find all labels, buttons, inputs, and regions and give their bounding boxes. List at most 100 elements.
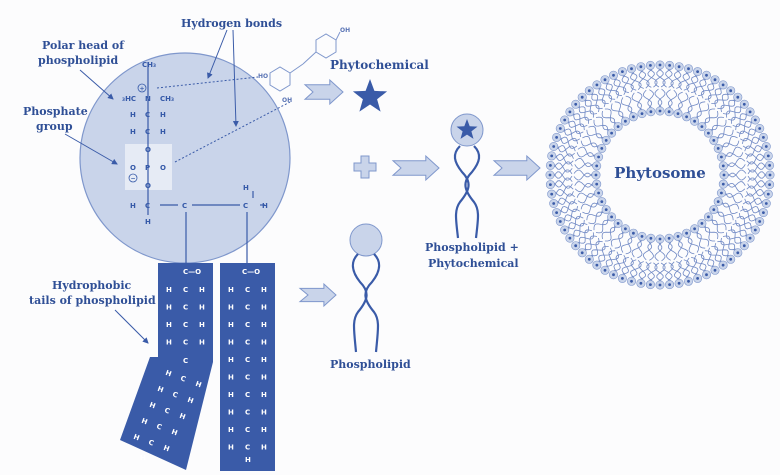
tail-h-left: H [228,304,234,312]
tail-c: C [183,339,188,347]
lipid-tail [614,101,625,118]
lipid-tail [656,68,666,88]
lipid-tail [642,241,653,261]
phytochemical-dot [722,173,726,177]
lipid-tail [625,237,634,255]
lipid-tail [665,69,674,88]
phytochemical-dot [700,222,704,225]
lipid-tail [698,79,706,97]
phytochemical-dot [766,154,770,158]
lipid-tail [584,99,598,115]
lipid-tail [686,74,699,93]
lipid-tail [622,75,630,94]
lipid-tail [630,72,638,91]
phytochemical-dot [610,215,613,219]
phytochemical-dot [621,70,624,73]
phytochemical-dot [712,208,716,212]
phytochemical-dot [639,65,643,69]
tail-h-right: H [261,444,267,452]
tail-h-right: H [162,444,170,454]
o-left: O [130,164,136,172]
c-5: C [243,202,248,210]
o-2: O [145,182,151,190]
phytochemical-dot [742,244,746,248]
lipid-tail [738,213,756,221]
lipid-tail [574,162,593,169]
lipid-tail [747,169,767,179]
phytochemical-dot [753,118,757,122]
h3c-group: ₃HC [122,95,136,103]
lipid-tail [724,193,743,204]
tail-h-right: H [261,426,267,434]
tail-carbonyl: C—O [242,268,260,276]
phytochemical-dot [748,110,752,114]
phytochemical-dot [705,273,708,277]
lipid-tail [686,237,695,255]
lipid-tail [568,219,585,230]
lipid-tail [576,152,595,158]
lipid-tail [573,226,589,237]
tail-h-right: H [261,374,267,382]
tail-c: C [245,339,250,347]
phytochemical-dot [768,183,771,187]
lipid-tail [678,92,689,111]
lipid-tail [557,193,575,205]
oh-top: OH [340,27,350,34]
phytochemical-dot [687,67,690,71]
phytochemical-dot [693,227,696,231]
lipid-tail [572,113,588,128]
lipid-tail [578,232,594,245]
phytochemical-dot [639,281,643,285]
tail-c: C [183,357,188,365]
phytochemical-dot [716,200,720,204]
process-arrows [298,78,541,308]
lipid-tail [638,70,647,89]
phytochemical-label: Phytochemical [330,58,429,72]
lipid-tail [716,211,732,225]
tail-h-left: H [156,385,164,395]
lipid-tail [678,72,690,90]
phytochemical-dot [721,83,725,87]
phytochemical-dot [548,173,552,177]
tail-c: C [245,304,250,312]
lipid-tail [637,91,643,110]
lipid-tail [654,88,663,108]
phytochemical-dot [764,202,768,205]
c-2: C [145,128,150,136]
lipid-tail [584,235,598,251]
lipid-tail [574,182,594,193]
hydrophobic-label-2: tails of phospholipid [29,294,156,307]
phytochemical-dot [600,200,604,204]
o-right: O [160,164,166,172]
left-tail-lower [120,357,213,470]
lipid-tail [586,129,603,140]
tail-h-left: H [228,409,234,417]
lipid-tail [657,88,666,108]
phytochemical-dot [587,257,591,261]
lipid-tail [686,257,699,276]
tail-h-left: H [228,444,234,452]
lipid-tail [746,185,765,197]
lipid-tail [726,232,742,245]
lipid-tail [647,262,658,282]
phytochemical-dot [595,83,599,87]
plus-icon [353,155,377,179]
lipid-tail [747,171,767,181]
phytochemical-dot [603,78,607,82]
lipid-tail [687,97,700,114]
lipid-tail [704,225,719,240]
lipid-tail [720,99,736,113]
lipid-tail [656,262,666,282]
lipid-tail [725,192,744,198]
phytochemical-dot [568,236,572,240]
lipid-tail [711,246,722,262]
lipid-tail [727,106,743,121]
phytochemical-dot [616,125,620,128]
phytochemical-dot [594,173,598,177]
lipid-tail [686,95,695,113]
lipid-tail [604,226,617,242]
phytochemical-dot [667,110,671,114]
lipid-tail [746,188,765,197]
lipid-tail [601,225,616,240]
phytochemical-dot [580,251,584,255]
